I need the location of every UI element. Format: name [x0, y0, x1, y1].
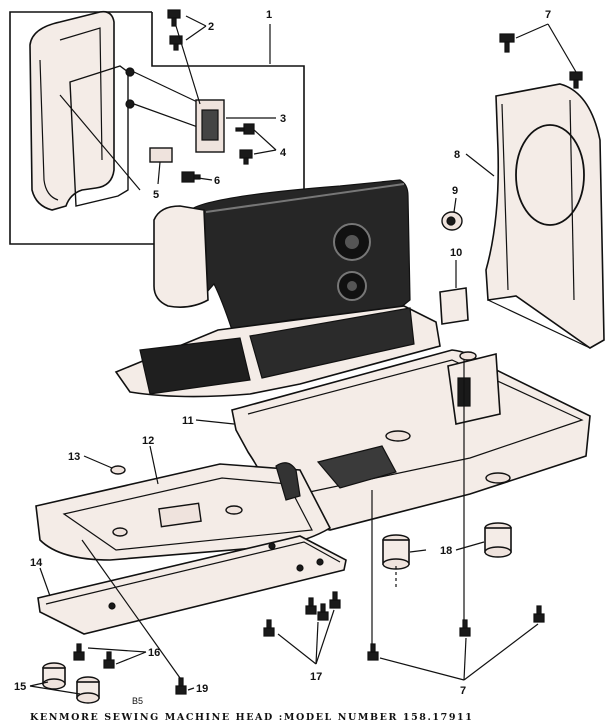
callout-18: 18 — [440, 545, 452, 557]
callout-10: 10 — [450, 247, 462, 259]
callout-7-bottom: 7 — [460, 685, 466, 697]
callout-19: 19 — [196, 683, 208, 695]
base-tray — [35, 349, 591, 561]
callout-7-top: 7 — [545, 9, 551, 21]
callout-5: 5 — [153, 189, 159, 201]
inset-detail — [9, 9, 305, 245]
plate-part — [439, 287, 469, 325]
rail-part — [37, 535, 347, 635]
callout-2: 2 — [208, 21, 214, 33]
callout-13: 13 — [68, 451, 80, 463]
callout-9: 9 — [452, 185, 458, 197]
callout-1: 1 — [266, 9, 272, 21]
callout-8: 8 — [454, 149, 460, 161]
callout-17: 17 — [310, 671, 322, 683]
callout-16: 16 — [148, 647, 160, 659]
leader-lines — [29, 15, 577, 695]
callout-11: 11 — [182, 415, 194, 427]
face-cover-part — [485, 83, 605, 349]
callout-15: 15 — [14, 681, 26, 693]
callout-6: 6 — [214, 175, 220, 187]
callout-12: 12 — [142, 435, 154, 447]
footer-caption: KENMORE SEWING MACHINE HEAD :MODEL NUMBE… — [30, 712, 473, 723]
callout-4: 4 — [280, 147, 287, 159]
callout-3: 3 — [280, 113, 286, 125]
page-code: B5 — [132, 696, 143, 706]
machine-head — [114, 179, 441, 398]
screws — [73, 33, 583, 695]
callout-14: 14 — [30, 557, 43, 569]
callouts: 1 2 3 4 5 6 7 8 9 10 11 12 13 14 15 16 1… — [14, 9, 551, 697]
feet-parts — [42, 522, 512, 704]
thread-guide-part — [441, 211, 463, 231]
